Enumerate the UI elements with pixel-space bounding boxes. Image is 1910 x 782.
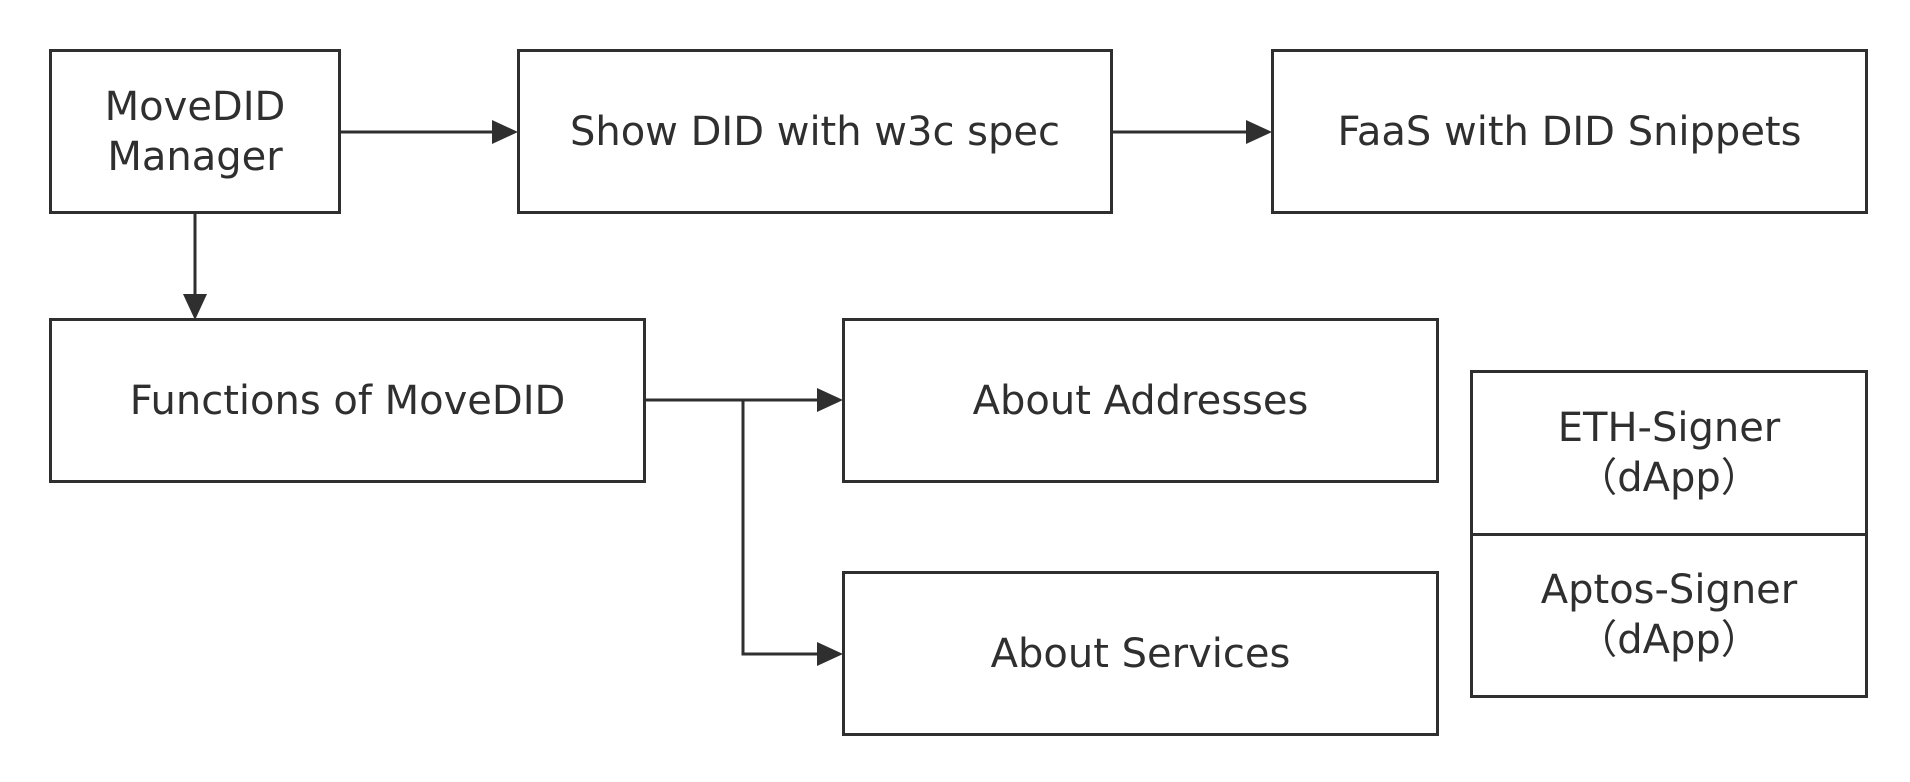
node-movedid-manager: MoveDID Manager: [49, 49, 341, 214]
arrowhead-faas: [1246, 120, 1272, 144]
arrowhead-functions: [183, 294, 207, 320]
arrowhead-show-did: [492, 120, 518, 144]
arrow-functions-to-services: [741, 400, 826, 656]
arrowhead-addresses: [817, 388, 843, 412]
node-eth-signer: ETH-Signer （dApp）: [1557, 404, 1781, 501]
node-functions-of-movedid: Functions of MoveDID: [49, 318, 646, 483]
node-signer-stack: ETH-Signer （dApp） Aptos-Signer （dApp）: [1470, 370, 1868, 698]
node-aptos-signer: Aptos-Signer （dApp）: [1473, 532, 1865, 696]
node-show-did-w3c: Show DID with w3c spec: [517, 49, 1113, 214]
node-about-addresses: About Addresses: [842, 318, 1439, 483]
node-faas-did-snippets: FaaS with DID Snippets: [1271, 49, 1868, 214]
arrowhead-services: [817, 642, 843, 666]
node-about-services: About Services: [842, 571, 1439, 736]
